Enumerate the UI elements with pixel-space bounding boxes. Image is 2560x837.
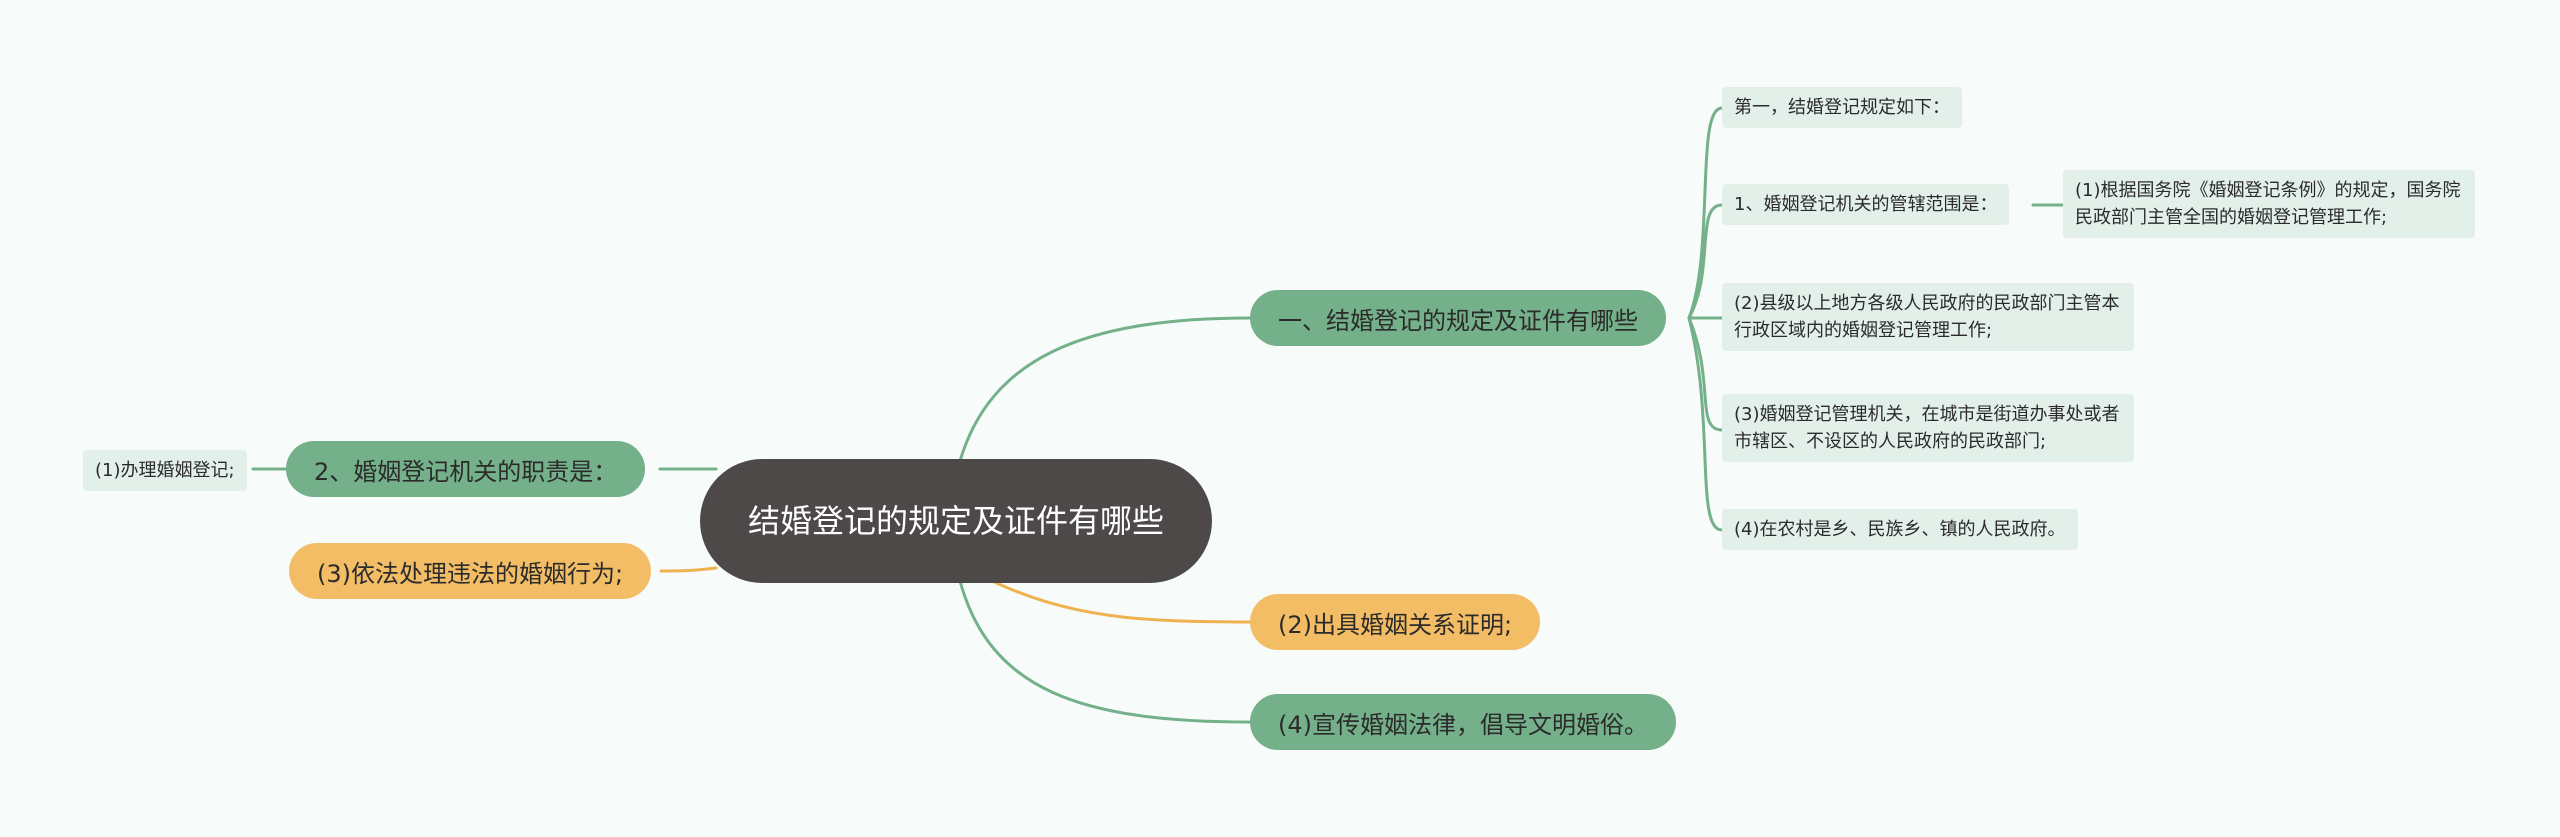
branch-duty2-label: (2)出具婚姻关系证明; [1278,610,1513,639]
link-root-section1 [958,316,1252,463]
root-topic-label: 结婚登记的规定及证件有哪些 [747,502,1164,540]
leaf-scope1-label: (1)根据国务院《婚姻登记条例》的规定，国务院民政部门主管全国的婚姻登记管理工作… [2075,180,2461,228]
branch-section1-label: 一、结婚登记的规定及证件有哪些 [1278,306,1638,335]
link-root-duty2 [988,578,1252,624]
leaf-scope-label: 1、婚姻登记机关的管辖范围是： [1734,194,1998,215]
branch-duty4[interactable]: (4)宣传婚姻法律，倡导文明婚俗。 [1250,694,1676,750]
link-section1-first [1687,106,1724,320]
leaf-scope3[interactable]: (3)婚姻登记管理机关，在城市是街道办事处或者市辖区、不设区的人民政府的民政部门… [1722,394,2134,462]
link-root-duty3 [659,566,718,573]
leaf-first-label: 第一，结婚登记规定如下： [1734,97,1950,118]
leaf-scope4-label: (4)在农村是乡、民族乡、镇的人民政府。 [1734,519,2066,540]
leaf-scope4[interactable]: (4)在农村是乡、民族乡、镇的人民政府。 [1722,509,2078,550]
leaf-scope[interactable]: 1、婚姻登记机关的管辖范围是： [1722,184,2010,225]
leaf-scope3-label: (3)婚姻登记管理机关，在城市是街道办事处或者市辖区、不设区的人民政府的民政部门… [1734,404,2120,452]
branch-duties[interactable]: 2、婚姻登记机关的职责是： [286,441,646,497]
branch-section1[interactable]: 一、结婚登记的规定及证件有哪些 [1250,290,1666,346]
branch-duty3-label: (3)依法处理违法的婚姻行为; [317,559,624,588]
branch-duty4-label: (4)宣传婚姻法律，倡导文明婚俗。 [1278,710,1648,739]
link-root-duty4 [958,579,1252,724]
leaf-scope2[interactable]: (2)县级以上地方各级人民政府的民政部门主管本行政区域内的婚姻登记管理工作; [1722,283,2134,351]
branch-duty3[interactable]: (3)依法处理违法的婚姻行为; [289,543,652,599]
branch-duty2[interactable]: (2)出具婚姻关系证明; [1250,594,1541,650]
link-section1-scope [1687,203,1724,320]
leaf-first[interactable]: 第一，结婚登记规定如下： [1722,87,1962,128]
leaf-duty1[interactable]: (1)办理婚姻登记; [83,450,247,491]
link-section1-scope4 [1687,316,1724,532]
link-section1-scope3 [1687,316,1724,432]
root-topic[interactable]: 结婚登记的规定及证件有哪些 [700,459,1212,583]
leaf-scope1[interactable]: (1)根据国务院《婚姻登记条例》的规定，国务院民政部门主管全国的婚姻登记管理工作… [2063,170,2475,238]
leaf-scope2-label: (2)县级以上地方各级人民政府的民政部门主管本行政区域内的婚姻登记管理工作; [1734,293,2120,341]
branch-duties-label: 2、婚姻登记机关的职责是： [314,457,618,486]
leaf-duty1-label: (1)办理婚姻登记; [95,460,235,481]
